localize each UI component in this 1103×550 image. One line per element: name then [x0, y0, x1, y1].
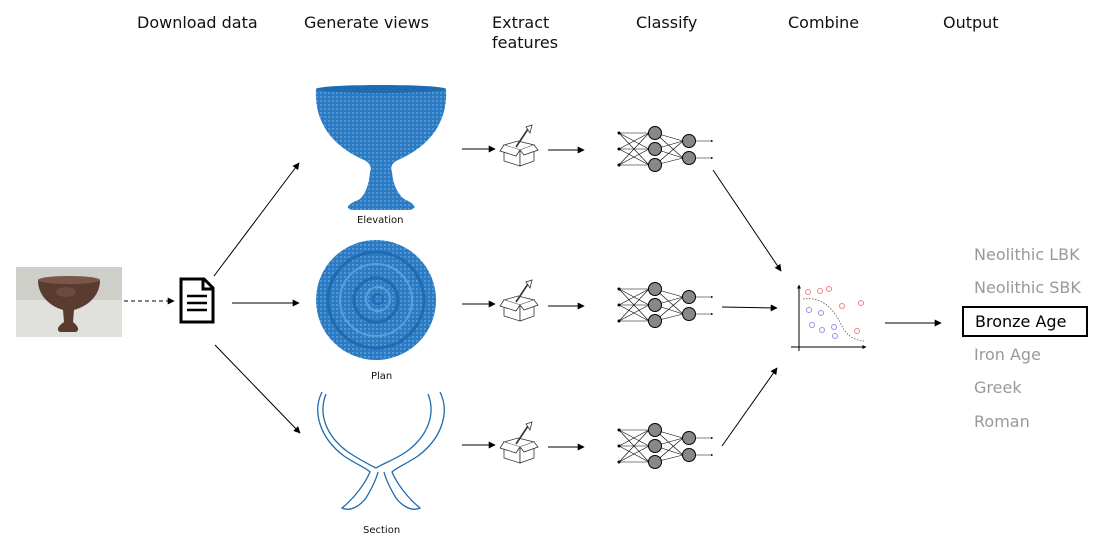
plan-view: [316, 240, 436, 360]
step-generate-header: Generate views: [304, 13, 429, 32]
step-combine-header: Combine: [788, 13, 860, 32]
elevation-label: Elevation: [357, 215, 403, 226]
feature-extract-icon-plan: [499, 279, 539, 322]
feature-extract-icon-elevation: [499, 124, 539, 167]
classifier-network-section: [618, 424, 714, 469]
combine-plot-icon: [791, 284, 867, 351]
arrow-to-section: [214, 344, 301, 434]
arrow-classifier2-to-combine: [721, 304, 778, 312]
classifier-network-elevation: [618, 127, 714, 172]
document-icon: [179, 277, 215, 324]
section-view: [317, 391, 445, 510]
section-label: Section: [363, 525, 400, 536]
output-label-neolithic-lbk: Neolithic LBK: [974, 245, 1080, 264]
plan-label: Plan: [371, 371, 392, 382]
output-label-neolithic-sbk: Neolithic SBK: [974, 278, 1081, 297]
classifier-network-plan: [618, 283, 714, 328]
step-extract-header-line1: Extract: [492, 13, 550, 32]
feature-extract-icon-section: [499, 421, 539, 464]
step-classify-header: Classify: [636, 13, 698, 32]
step-output-header: Output: [943, 13, 999, 32]
output-label-iron-age: Iron Age: [974, 345, 1041, 364]
step-extract-header-line2: features: [492, 33, 559, 52]
output-label-greek: Greek: [974, 378, 1022, 397]
arrow-to-elevation: [213, 162, 300, 277]
arrow-classifier1-to-combine: [712, 169, 782, 272]
vessel-photo: [16, 267, 122, 337]
output-label-roman: Roman: [974, 412, 1030, 431]
step-download-header: Download data: [137, 13, 258, 32]
elevation-view: [315, 85, 447, 210]
arrow-classifier3-to-combine: [721, 367, 778, 447]
output-label-bronze-age-selected: Bronze Age: [962, 306, 1088, 337]
